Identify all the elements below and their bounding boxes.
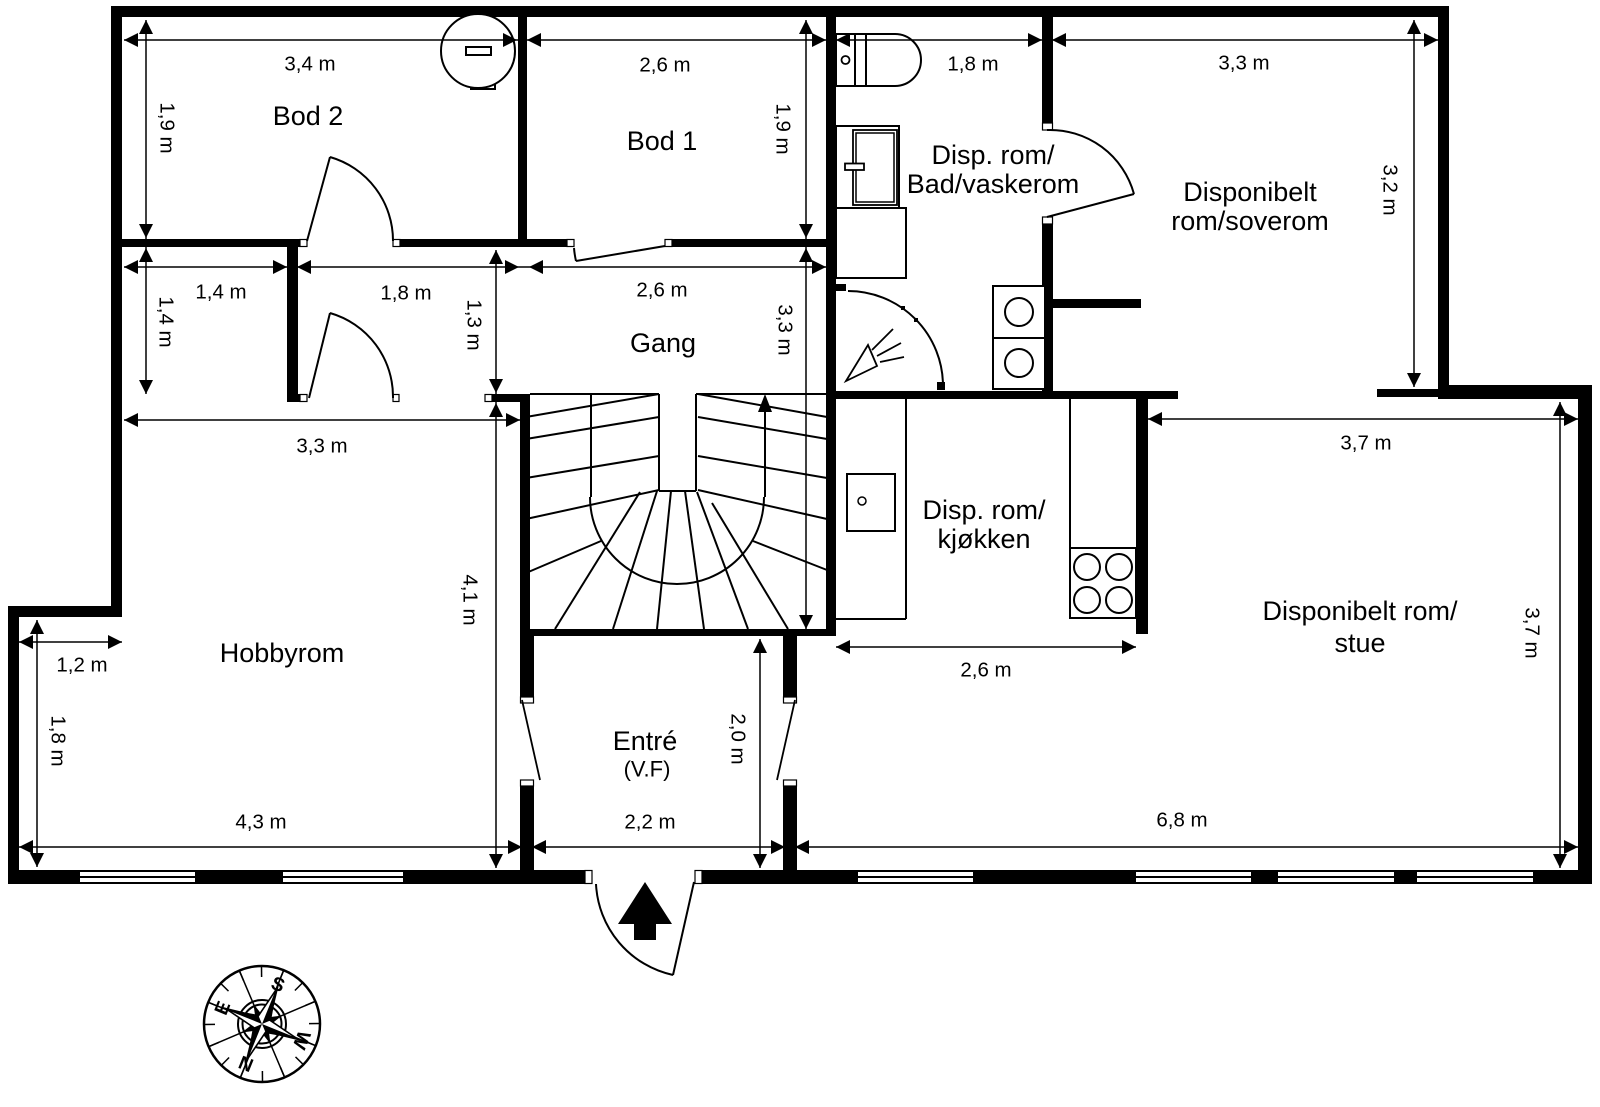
- svg-text:3,4 m: 3,4 m: [284, 53, 335, 76]
- svg-text:3,3 m: 3,3 m: [1218, 52, 1269, 75]
- svg-text:1,8 m: 1,8 m: [47, 715, 70, 766]
- svg-text:Disponibelt rom/: Disponibelt rom/: [1262, 596, 1458, 626]
- svg-text:stue: stue: [1334, 628, 1385, 658]
- svg-text:3,3 m: 3,3 m: [774, 304, 797, 355]
- svg-text:1,4 m: 1,4 m: [155, 296, 178, 347]
- svg-text:Entré: Entré: [613, 726, 678, 756]
- svg-text:4,1 m: 4,1 m: [459, 574, 482, 625]
- svg-text:3,7 m: 3,7 m: [1340, 432, 1391, 455]
- svg-text:2,6 m: 2,6 m: [639, 54, 690, 77]
- svg-text:3,2 m: 3,2 m: [1379, 164, 1402, 215]
- svg-text:4,3 m: 4,3 m: [235, 811, 286, 834]
- svg-text:(V.F): (V.F): [624, 757, 671, 782]
- svg-text:1,4 m: 1,4 m: [195, 281, 246, 304]
- svg-text:1,9 m: 1,9 m: [156, 102, 179, 153]
- svg-text:Bod 2: Bod 2: [273, 101, 344, 131]
- svg-text:3,3 m: 3,3 m: [296, 435, 347, 458]
- svg-text:Disponibelt: Disponibelt: [1183, 177, 1317, 207]
- svg-text:1,8 m: 1,8 m: [380, 282, 431, 305]
- svg-text:1,8 m: 1,8 m: [947, 53, 998, 76]
- svg-text:2,6 m: 2,6 m: [636, 279, 687, 302]
- svg-text:Bad/vaskerom: Bad/vaskerom: [907, 169, 1080, 199]
- svg-text:3,7 m: 3,7 m: [1521, 607, 1544, 658]
- svg-text:rom/soverom: rom/soverom: [1171, 206, 1329, 236]
- svg-text:2,6 m: 2,6 m: [960, 659, 1011, 682]
- svg-text:2,2 m: 2,2 m: [624, 811, 675, 834]
- svg-text:Disp. rom/: Disp. rom/: [922, 495, 1046, 525]
- svg-text:1,9 m: 1,9 m: [772, 103, 795, 154]
- svg-text:Disp. rom/: Disp. rom/: [931, 140, 1055, 170]
- svg-text:1,3 m: 1,3 m: [463, 299, 486, 350]
- svg-text:2,0 m: 2,0 m: [727, 713, 750, 764]
- svg-text:Bod 1: Bod 1: [627, 126, 698, 156]
- svg-text:kjøkken: kjøkken: [937, 524, 1030, 554]
- svg-text:Gang: Gang: [630, 328, 696, 358]
- svg-text:1,2 m: 1,2 m: [56, 654, 107, 677]
- svg-text:Hobbyrom: Hobbyrom: [220, 638, 345, 668]
- svg-text:6,8 m: 6,8 m: [1156, 809, 1207, 832]
